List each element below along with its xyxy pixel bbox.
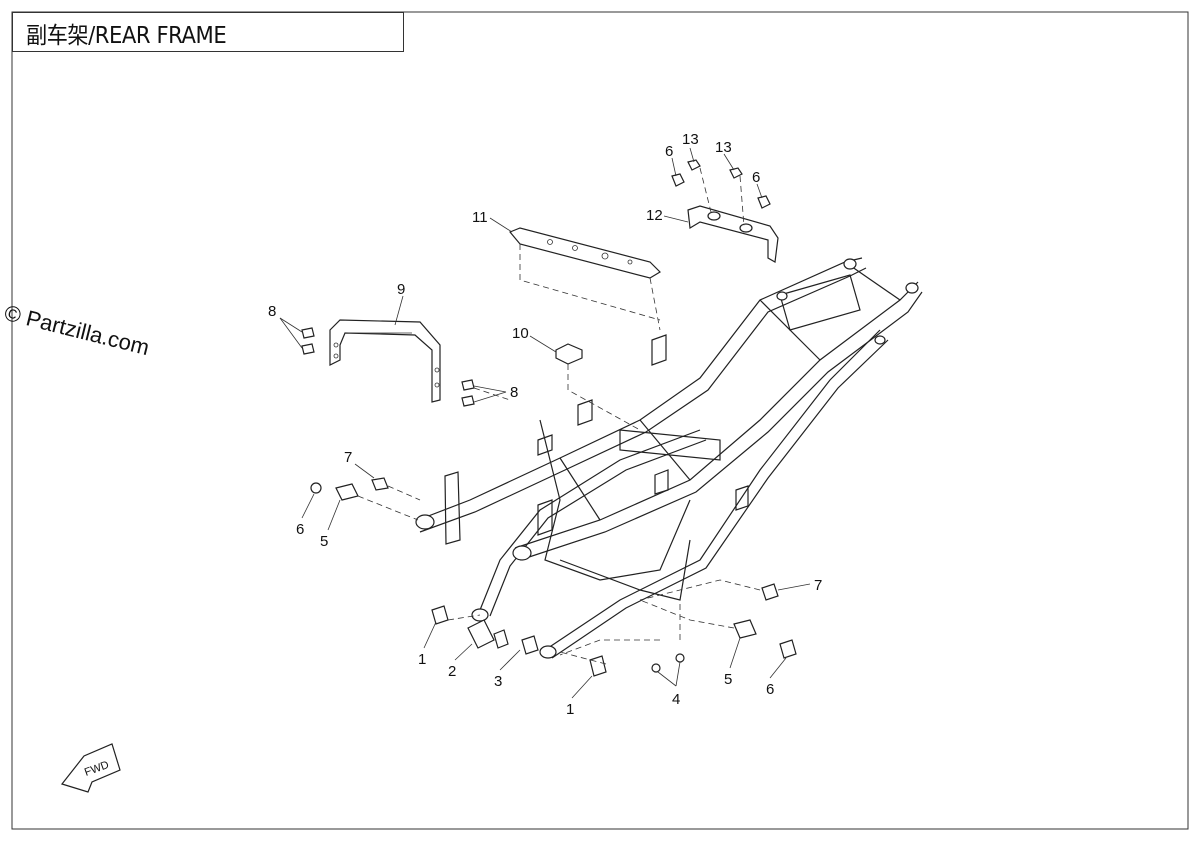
callout-2: 2 xyxy=(448,663,456,680)
callout-5-left: 5 xyxy=(320,533,328,550)
callout-6-top-left: 6 xyxy=(665,143,673,160)
callout-9: 9 xyxy=(397,281,405,298)
rear-frame-assembly xyxy=(415,257,923,659)
page-border xyxy=(11,11,1189,830)
title-box xyxy=(12,12,404,52)
callout-10: 10 xyxy=(512,325,529,342)
callout-8-right: 8 xyxy=(510,384,518,401)
callout-13-left: 13 xyxy=(682,131,699,148)
callout-8-left: 8 xyxy=(268,303,276,320)
callout-11: 11 xyxy=(472,209,488,226)
callout-6-left: 6 xyxy=(296,521,304,538)
part-11-plate xyxy=(509,227,661,331)
diagram-title: 副车架/REAR FRAME xyxy=(26,23,227,49)
callout-6-right: 6 xyxy=(766,681,774,698)
fasteners xyxy=(301,159,797,677)
part-12-bracket xyxy=(687,205,779,263)
part-9-bracket xyxy=(329,319,441,403)
callout-7-left: 7 xyxy=(344,449,352,466)
callout-1-right: 1 xyxy=(566,701,574,718)
callout-12: 12 xyxy=(646,207,663,224)
callout-7-right: 7 xyxy=(814,577,822,594)
callout-13-right: 13 xyxy=(715,139,732,156)
callout-5-right: 5 xyxy=(724,671,732,688)
leader-lines xyxy=(279,147,811,699)
part-10-mount xyxy=(555,343,641,431)
callout-6-top-right: 6 xyxy=(752,169,760,186)
callout-3: 3 xyxy=(494,673,502,690)
callout-4: 4 xyxy=(672,691,680,708)
callout-1-left: 1 xyxy=(418,651,426,668)
fwd-arrow xyxy=(60,743,121,793)
